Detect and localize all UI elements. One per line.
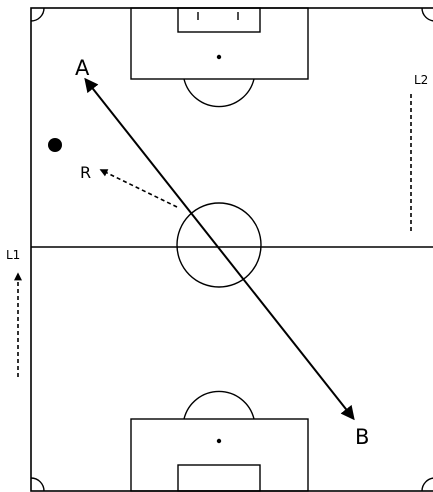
ball-marker [48,138,62,152]
label-player-b: B [355,425,369,449]
top-penalty-arc [183,78,255,108]
top-penalty-spot [216,54,222,60]
corner-arc-bottom-right [421,477,433,492]
bottom-goal-area [177,464,261,492]
label-player-a: A [75,56,90,80]
bottom-penalty-arc [183,390,255,420]
pass-line-a-b [84,77,355,421]
label-runner-r: R [80,163,91,182]
corner-arc-top-right [421,7,433,22]
bottom-penalty-spot [216,438,222,444]
label-line-l2: L2 [414,73,428,87]
top-goal-area [177,7,261,33]
label-line-l1: L1 [6,248,20,262]
bottom-penalty-box [130,418,309,492]
corner-arcs [30,7,433,492]
top-penalty-box [130,7,309,80]
corner-arc-bottom-left [30,477,45,492]
corner-arc-top-left [30,7,45,22]
run-arrow-r [99,169,178,208]
center-circle [176,202,262,288]
